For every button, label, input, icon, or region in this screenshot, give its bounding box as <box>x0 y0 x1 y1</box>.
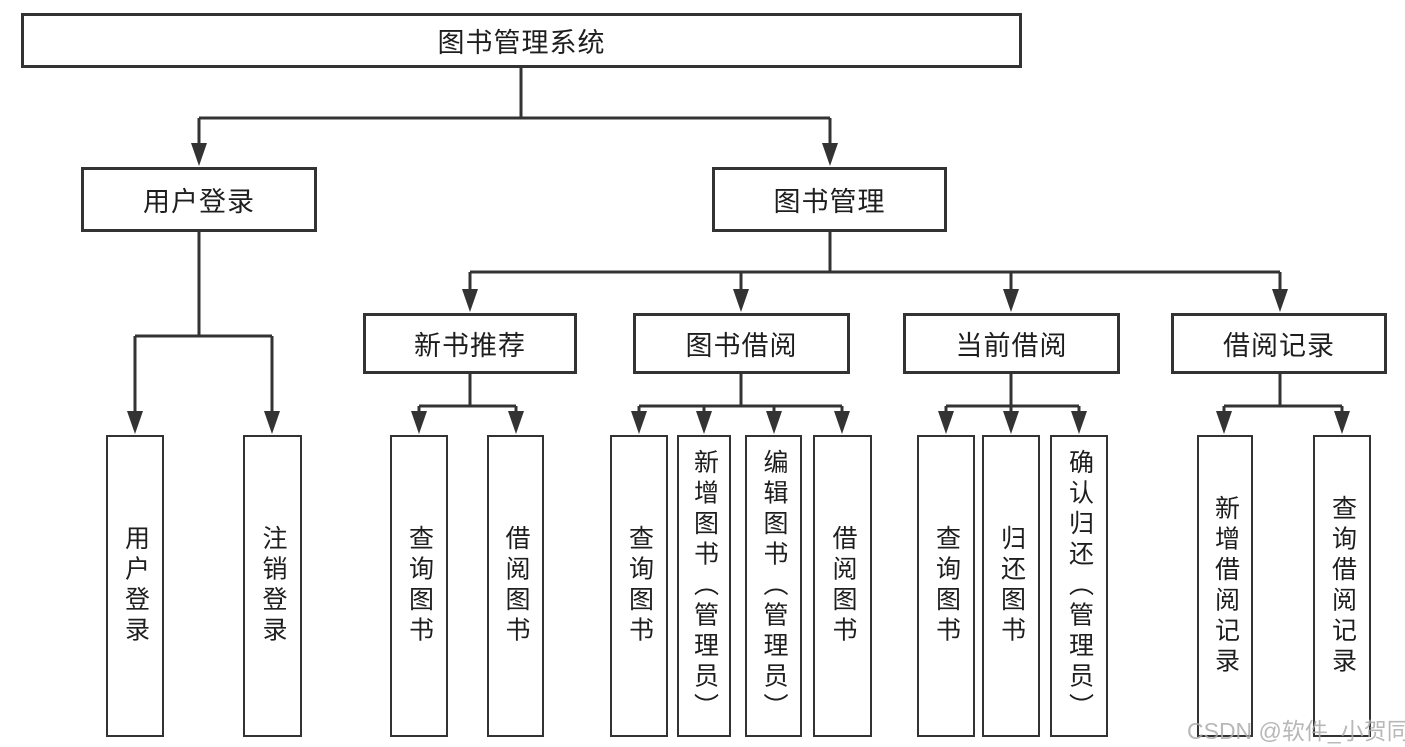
node-borrow-records: 借阅记录 <box>1171 313 1387 374</box>
edge-book-mgmt-to-level3 <box>462 232 1288 312</box>
leaf-edit-books-label: 编辑图书（管理员） <box>760 448 788 724</box>
node-current-borrow: 当前借阅 <box>903 313 1120 374</box>
edge-path <box>133 232 274 412</box>
arrowhead <box>411 411 427 434</box>
leaf-logout: 注销登录 <box>243 435 302 737</box>
leaf-query-books-3-label: 查询图书 <box>932 525 961 647</box>
edge-path <box>1222 374 1344 412</box>
edge-path <box>197 68 832 145</box>
arrowhead <box>696 411 712 434</box>
leaf-confirm-return: 确认归还（管理员） <box>1050 435 1108 737</box>
arrowhead <box>1071 411 1087 434</box>
arrowhead <box>1003 289 1019 312</box>
leaf-borrow-books-2: 借阅图书 <box>813 435 872 737</box>
leaf-query-borrow-record: 查询借阅记录 <box>1313 435 1371 737</box>
leaf-query-books-2: 查询图书 <box>610 435 668 737</box>
node-user-login-label: 用户登录 <box>143 187 255 217</box>
edge-path <box>944 374 1081 412</box>
edge-user-login-to-leaves <box>127 232 280 434</box>
node-book-borrow: 图书借阅 <box>633 313 850 374</box>
arrowhead <box>733 289 749 312</box>
arrowhead <box>1216 411 1232 434</box>
arrowhead <box>1272 289 1288 312</box>
node-root: 图书管理系统 <box>21 13 1022 68</box>
leaf-query-books-1: 查询图书 <box>390 435 448 737</box>
leaf-borrow-books-2-label: 借阅图书 <box>829 525 857 647</box>
node-new-book-rec: 新书推荐 <box>363 313 577 374</box>
edge-borrow-records-to-leaves <box>1216 374 1350 434</box>
leaf-add-borrow-record: 新增借阅记录 <box>1197 435 1253 737</box>
node-book-mgmt: 图书管理 <box>712 167 947 232</box>
arrowhead <box>191 143 207 166</box>
arrowhead <box>938 411 954 434</box>
leaf-user-login: 用户登录 <box>106 435 164 737</box>
leaf-user-login-label: 用户登录 <box>121 525 150 647</box>
edge-book-borrow-to-leaves <box>631 374 850 434</box>
arrowhead <box>1003 411 1019 434</box>
leaf-query-borrow-record-label: 查询借阅记录 <box>1328 494 1357 678</box>
leaf-confirm-return-label: 确认归还（管理员） <box>1065 448 1094 724</box>
leaf-query-books-3: 查询图书 <box>917 435 975 737</box>
arrowhead <box>264 411 280 434</box>
leaf-borrow-books-1: 借阅图书 <box>487 435 544 737</box>
edge-root-to-level2 <box>191 68 838 166</box>
leaf-add-books-label: 新增图书（管理员） <box>690 448 719 724</box>
arrowhead <box>462 289 478 312</box>
arrowhead <box>822 143 838 166</box>
edge-current-borrow-to-leaves <box>938 374 1087 434</box>
node-current-borrow-label: 当前借阅 <box>955 331 1068 361</box>
arrowhead <box>508 411 524 434</box>
node-book-borrow-label: 图书借阅 <box>685 331 798 361</box>
leaf-borrow-books-1-label: 借阅图书 <box>502 525 530 647</box>
node-borrow-records-label: 借阅记录 <box>1223 331 1335 361</box>
node-user-login: 用户登录 <box>81 167 317 232</box>
arrowhead <box>631 411 647 434</box>
node-book-mgmt-label: 图书管理 <box>773 187 886 217</box>
leaf-return-books-label: 归还图书 <box>997 525 1026 647</box>
leaf-return-books: 归还图书 <box>982 435 1040 737</box>
arrowhead <box>127 411 143 434</box>
leaf-add-books: 新增图书（管理员） <box>677 435 731 737</box>
leaf-query-books-2-label: 查询图书 <box>625 525 654 647</box>
edge-path <box>417 374 518 412</box>
arrowhead <box>834 411 850 434</box>
leaf-edit-books: 编辑图书（管理员） <box>745 435 802 737</box>
node-root-label: 图书管理系统 <box>437 28 606 58</box>
edge-new-book-rec-to-leaves <box>411 374 524 434</box>
leaf-query-books-1-label: 查询图书 <box>405 525 434 647</box>
arrowhead <box>1334 411 1350 434</box>
leaf-add-borrow-record-label: 新增借阅记录 <box>1211 494 1240 678</box>
edge-path <box>637 374 844 412</box>
leaf-logout-label: 注销登录 <box>259 525 287 647</box>
arrowhead <box>766 411 782 434</box>
node-new-book-rec-label: 新书推荐 <box>414 331 526 361</box>
edge-path <box>468 232 1282 290</box>
watermark: CSDN @软件_小贺同学 <box>1187 718 1405 744</box>
